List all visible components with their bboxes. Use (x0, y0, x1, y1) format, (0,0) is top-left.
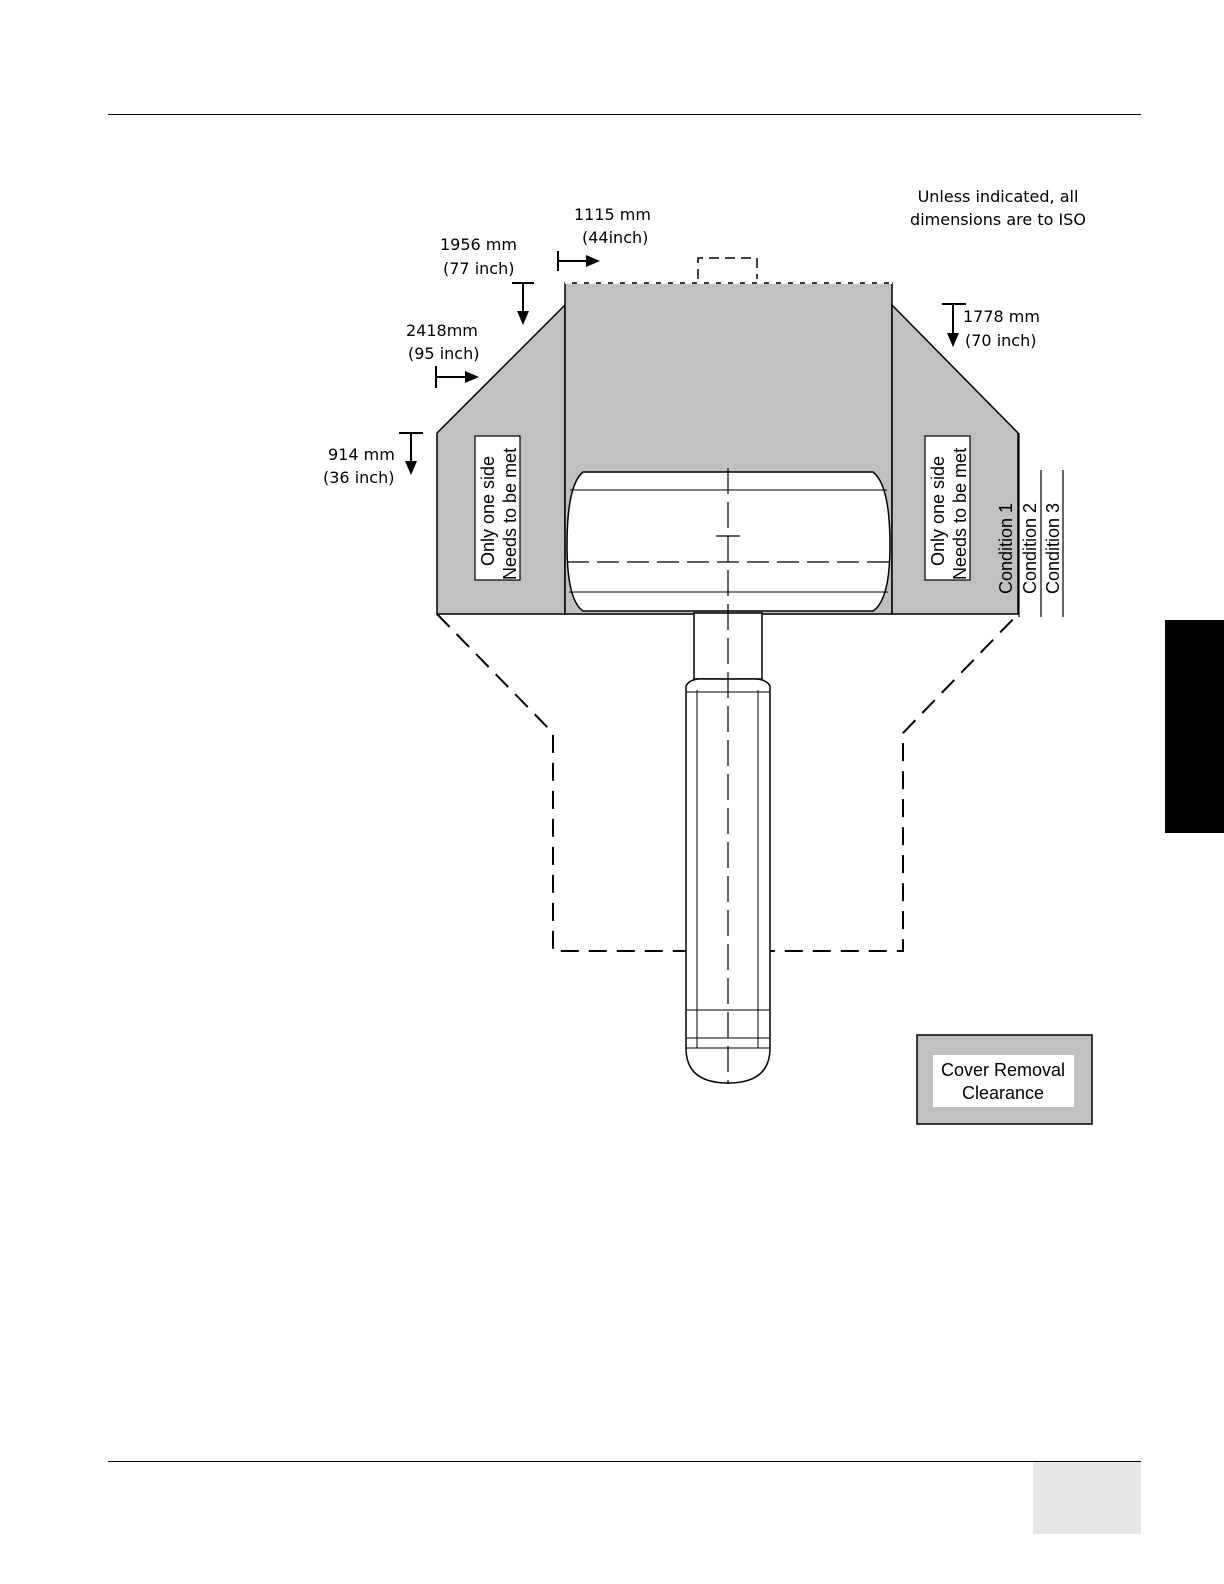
dim-1115-mm: 1115 mm (574, 205, 651, 224)
arrow-2418 (436, 366, 479, 388)
condition-3-label: Condition 3 (1043, 503, 1063, 594)
dim-1778-mm: 1778 mm (963, 307, 1040, 326)
legend-line2: Clearance (962, 1083, 1044, 1103)
iso-note-line2: dimensions are to ISO (910, 210, 1086, 229)
dim-1778-inch: (70 inch) (965, 331, 1036, 350)
iso-note-line1: Unless indicated, all (918, 187, 1079, 206)
dim-914-inch: (36 inch) (323, 468, 394, 487)
legend-line1: Cover Removal (941, 1060, 1065, 1080)
condition-2-label: Condition 2 (1020, 503, 1040, 594)
side-note-left-line2: Needs to be met (500, 448, 520, 580)
dim-2418-mm: 2418mm (406, 321, 478, 340)
dim-914-mm: 914 mm (328, 445, 395, 464)
side-note-right-line2: Needs to be met (950, 448, 970, 580)
dim-1956-mm: 1956 mm (440, 235, 517, 254)
side-note-left-line1: Only one side (478, 456, 498, 566)
dim-1115-inch: (44inch) (582, 228, 648, 247)
arrow-914 (399, 433, 423, 475)
dim-1956-inch: (77 inch) (443, 259, 514, 278)
side-note-right-line1: Only one side (928, 456, 948, 566)
arrow-1115 (558, 251, 600, 271)
top-dashed-box (698, 258, 757, 279)
dim-2418-inch: (95 inch) (408, 344, 479, 363)
condition-1-label: Condition 1 (996, 503, 1016, 594)
arrow-1956 (512, 283, 534, 325)
